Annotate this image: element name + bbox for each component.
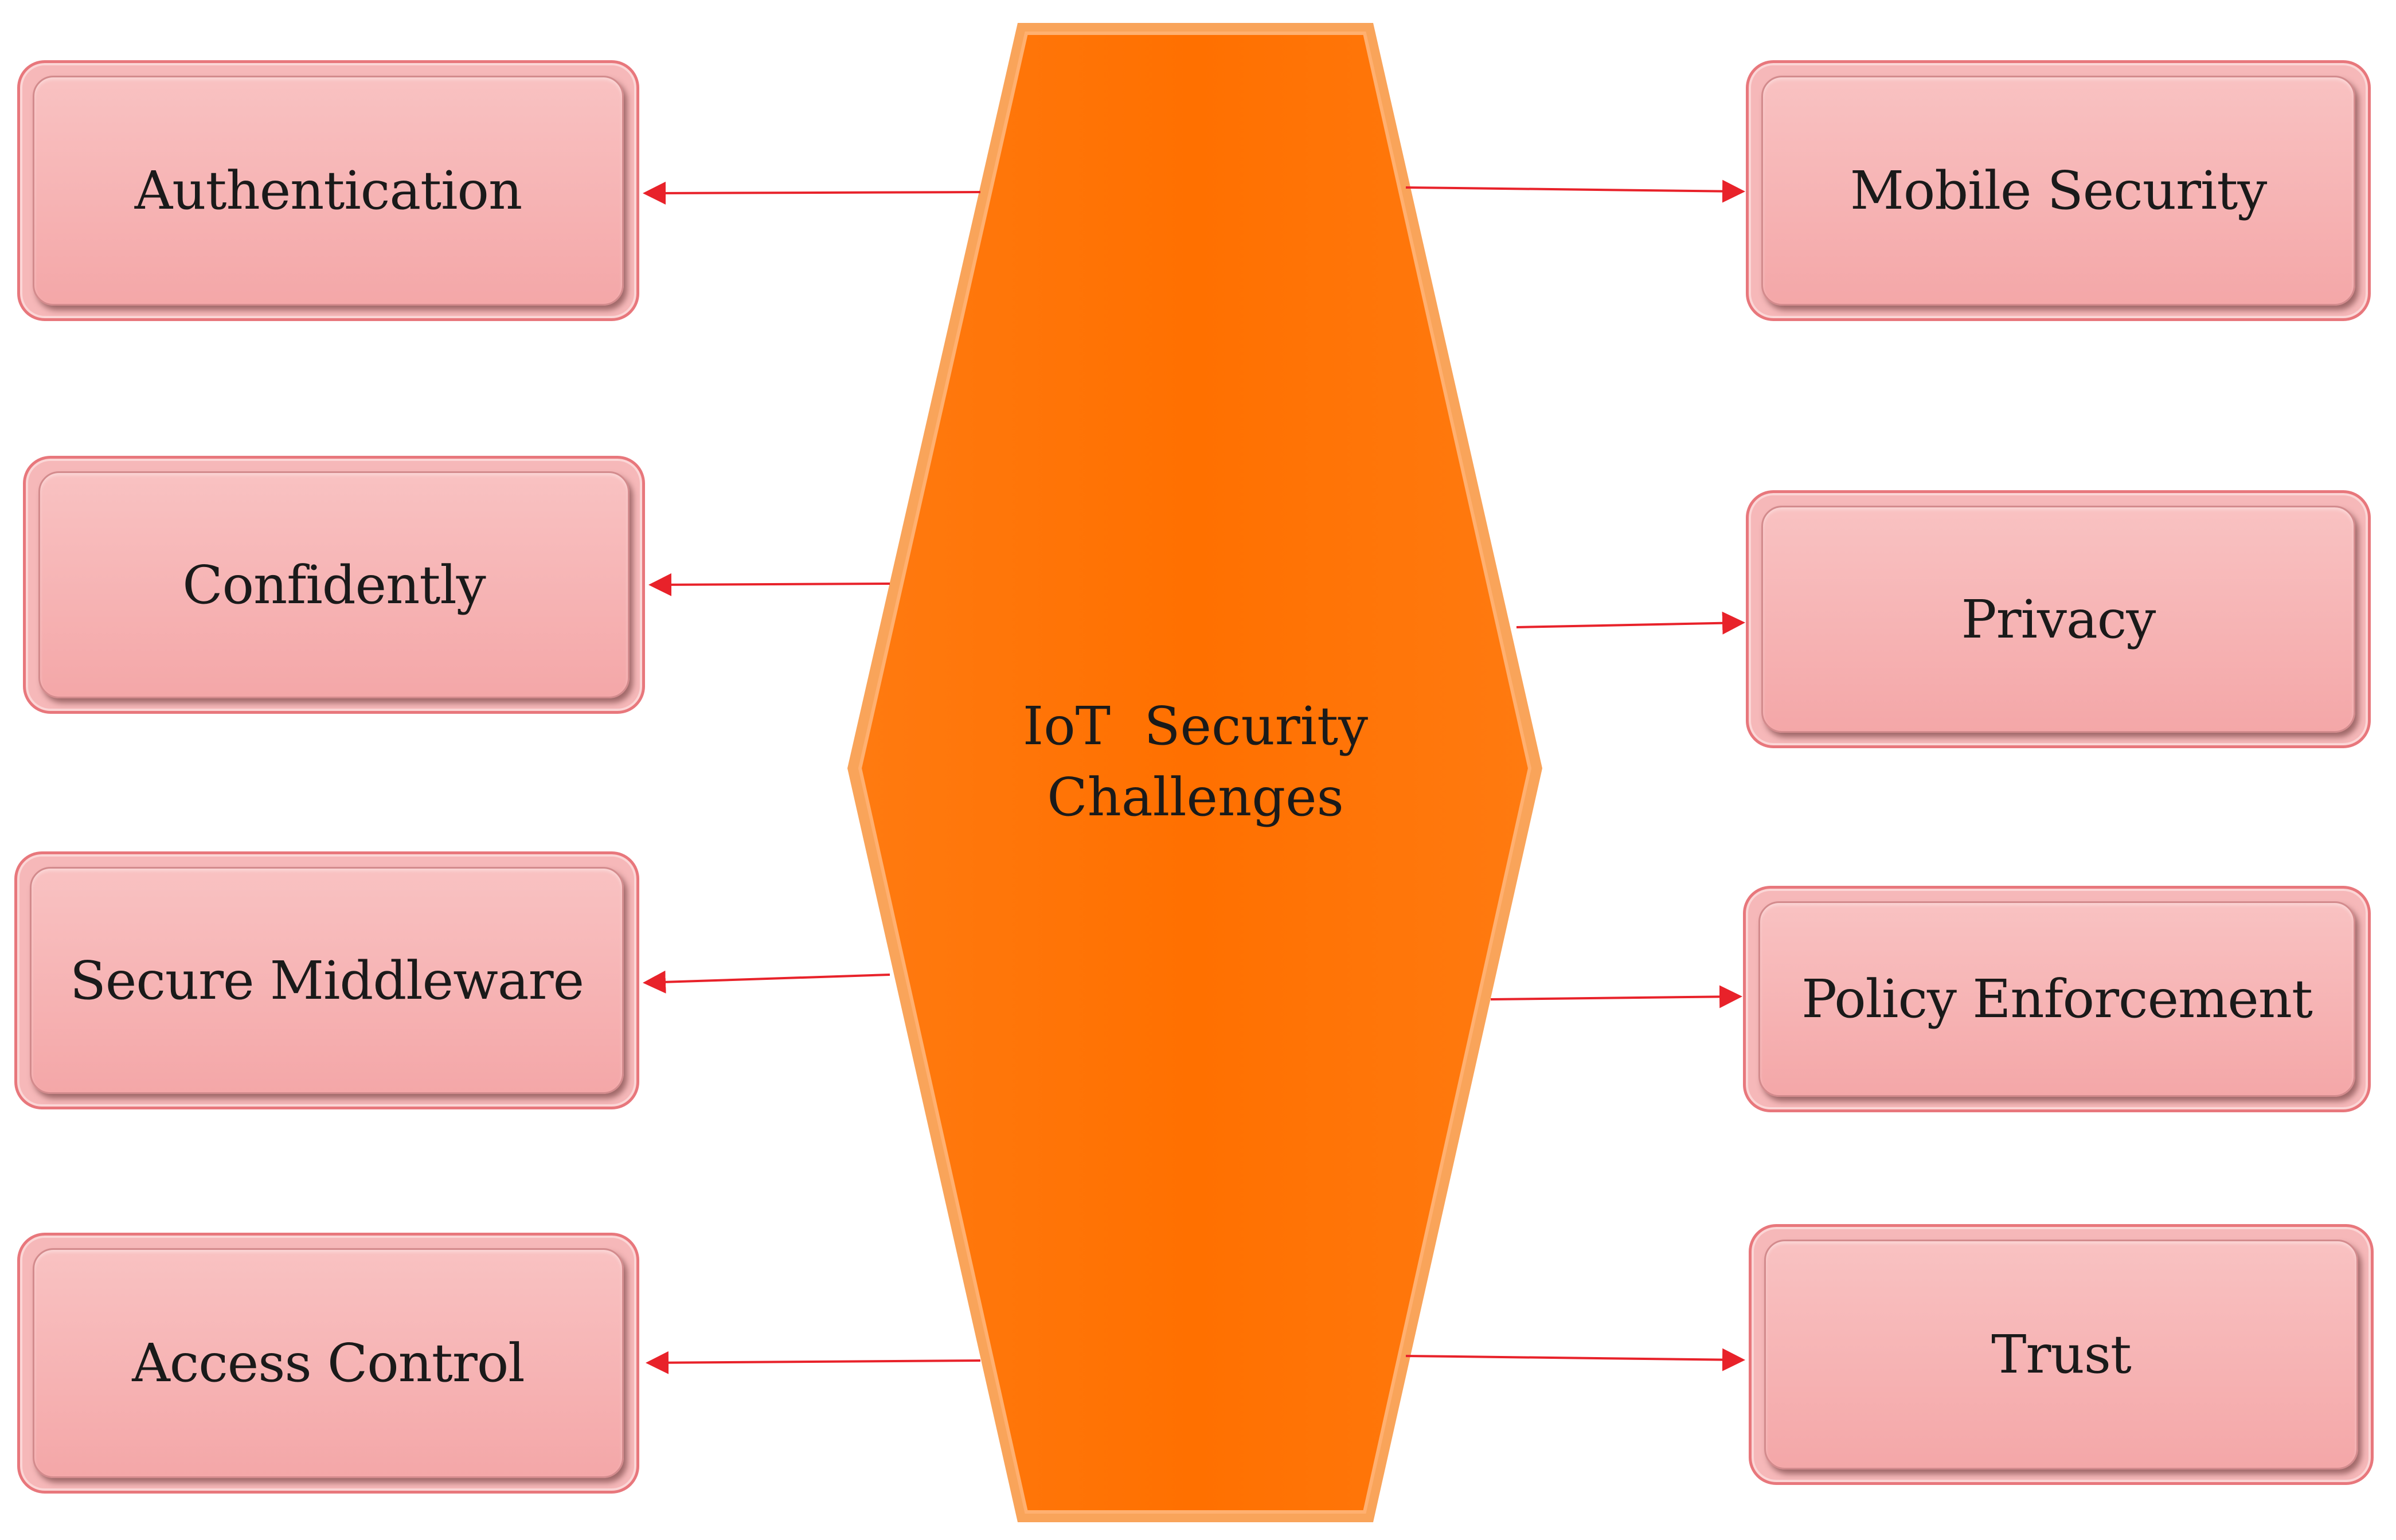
arrow-to-policy-enforcement	[1490, 985, 1742, 1009]
box-label-trust: Trust	[1991, 1324, 2132, 1385]
box-confidently: Confidently	[23, 456, 645, 714]
box-trust-inner: Trust	[1764, 1240, 2358, 1469]
center-title-line1: IoT Security	[1022, 695, 1369, 757]
box-label-mobile-security: Mobile Security	[1850, 160, 2268, 221]
center-hexagon-inner	[858, 32, 1532, 1514]
box-secure-middleware: Secure Middleware	[14, 851, 639, 1109]
box-privacy-inner: Privacy	[1761, 506, 2355, 733]
box-access-control: Access Control	[17, 1233, 639, 1494]
box-label-secure-middleware: Secure Middleware	[69, 949, 584, 1011]
arrow-to-mobile-security	[1405, 179, 1745, 203]
box-policy-enforcement: Policy Enforcement	[1743, 886, 2371, 1112]
box-access-control-inner: Access Control	[33, 1248, 624, 1478]
box-label-access-control: Access Control	[132, 1332, 525, 1394]
box-trust: Trust	[1749, 1224, 2374, 1485]
box-authentication-inner: Authentication	[33, 76, 624, 306]
box-label-policy-enforcement: Policy Enforcement	[1801, 968, 2313, 1030]
box-label-authentication: Authentication	[134, 160, 522, 221]
center-title-line2: Challenges	[1047, 767, 1344, 828]
arrow-to-confidently	[648, 573, 890, 596]
box-mobile-security-inner: Mobile Security	[1761, 76, 2355, 306]
arrow-to-privacy	[1516, 611, 1745, 635]
box-confidently-inner: Confidently	[38, 471, 630, 698]
box-label-privacy: Privacy	[1961, 588, 2156, 650]
arrow-to-authentication	[643, 181, 981, 205]
box-privacy: Privacy	[1746, 490, 2371, 748]
arrow-to-access-control	[646, 1351, 981, 1374]
arrow-to-trust	[1405, 1348, 1745, 1371]
arrow-to-secure-middleware	[643, 970, 890, 994]
box-policy-enforcement-inner: Policy Enforcement	[1758, 901, 2355, 1097]
box-mobile-security: Mobile Security	[1746, 60, 2371, 321]
box-secure-middleware-inner: Secure Middleware	[30, 867, 624, 1094]
box-authentication: Authentication	[17, 60, 639, 321]
center-title: IoT Security Challenges	[871, 691, 1519, 833]
box-label-confidently: Confidently	[182, 554, 486, 616]
